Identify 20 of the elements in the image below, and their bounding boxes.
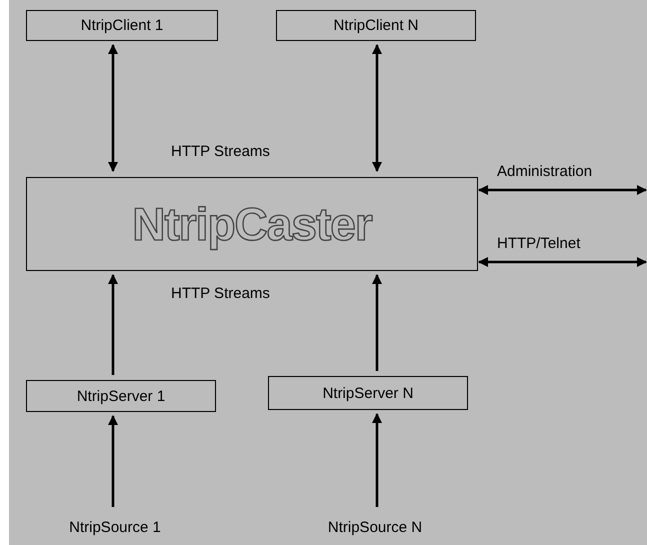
- server-box: NtripServer 1: [26, 380, 216, 412]
- client-box: NtripClient N: [276, 10, 476, 41]
- arrow: [372, 274, 382, 371]
- stream-label: HTTP Streams: [171, 143, 270, 160]
- arrow: [372, 413, 382, 507]
- source-label: NtripSource 1: [69, 518, 161, 536]
- client-box: NtripClient 1: [26, 10, 218, 41]
- arrow: [478, 257, 647, 267]
- title-text: NtripCaster: [132, 197, 372, 251]
- server-box: NtripServer N: [268, 376, 468, 410]
- arrow: [108, 274, 118, 375]
- source-label: NtripSource N: [328, 518, 422, 536]
- arrow: [478, 185, 647, 195]
- arrow: [372, 44, 382, 172]
- arrow: [108, 44, 118, 172]
- caster-box: [26, 177, 478, 271]
- arrow: [108, 415, 118, 507]
- edge-label: Administration: [497, 163, 592, 180]
- stream-label: HTTP Streams: [171, 285, 270, 302]
- edge-label: HTTP/Telnet: [497, 235, 580, 252]
